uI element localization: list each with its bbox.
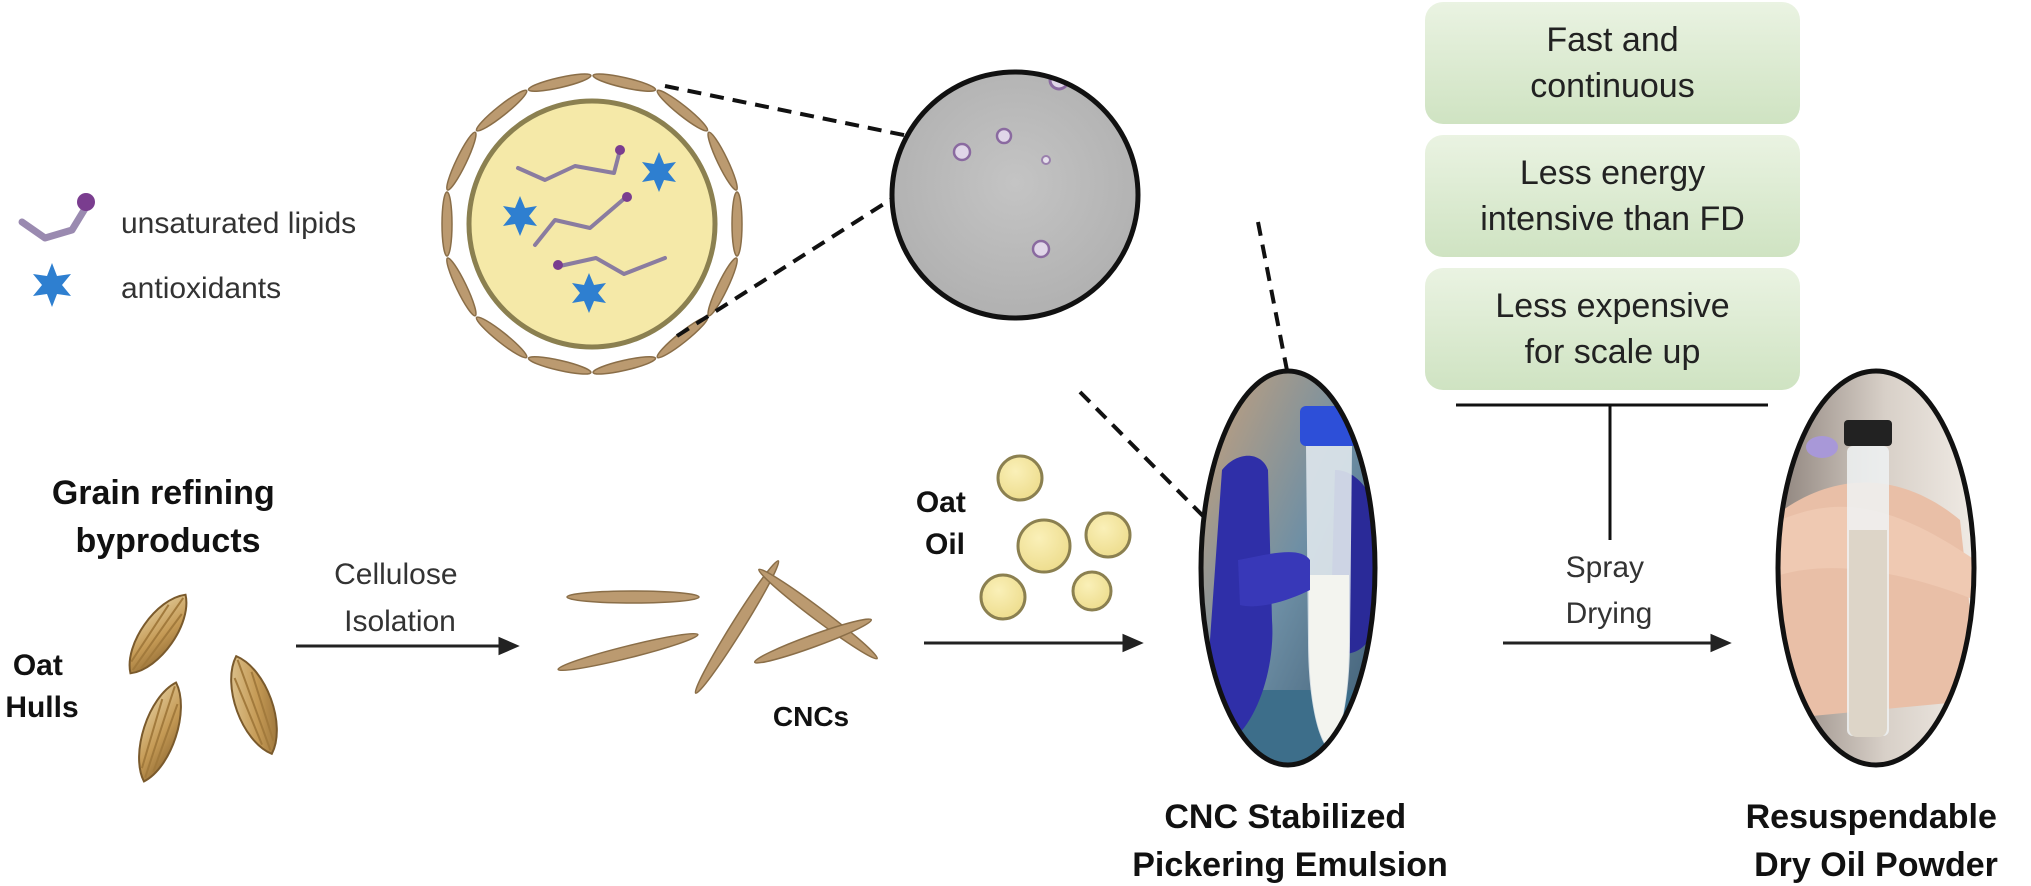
vial-cap: [1844, 420, 1892, 446]
cnc-rod: [566, 590, 700, 604]
cnc-shell-rod: [475, 89, 528, 132]
cnc-rod: [694, 560, 780, 694]
oil-drop: [1084, 511, 1132, 559]
legend-label-lipids: unsaturated lipids: [121, 207, 356, 240]
lipid-chain-3: [558, 256, 667, 276]
micrograph-view: [889, 69, 1141, 321]
painted-nail: [1806, 436, 1838, 458]
oat-oil-droplets: [979, 454, 1132, 621]
emulsion-tube-photo: [1198, 368, 1378, 768]
lipid-head-2: [622, 192, 632, 202]
cnc-shell-rod: [707, 257, 738, 317]
powder-label: Resuspendable Dry Oil Powder: [1746, 798, 2007, 884]
cnc-rod: [758, 568, 878, 660]
cnc-shell-rod: [656, 89, 709, 132]
oil-drop: [1016, 518, 1072, 574]
cnc-shell-rod: [592, 356, 657, 375]
star-icon: [642, 152, 676, 192]
dry-powder: [1849, 530, 1887, 737]
lipid-chain-2: [533, 196, 627, 247]
cnc-shell-rod: [527, 356, 592, 375]
oat-oil-label: Oat Oil: [916, 486, 974, 561]
source-title-line-2: byproducts: [75, 522, 260, 560]
powder-vial-photo: [1775, 368, 1977, 768]
oil-drop: [996, 454, 1044, 502]
source-title-line-1: Grain refining: [52, 474, 275, 512]
emulsion-label: CNC Stabilized Pickering Emulsion: [1132, 798, 1448, 884]
lipid-head-3: [553, 260, 563, 270]
lipid-chain-icon: [18, 193, 95, 242]
lipid-heads: [553, 145, 632, 270]
cnc-shell: [441, 73, 743, 375]
oil-drop: [1071, 570, 1113, 612]
cnc-shell-rod: [707, 131, 738, 191]
oat-hulls-label: Oat Hulls: [5, 649, 78, 724]
cnc-shell-rod: [731, 191, 743, 257]
oat-hull-2: [138, 681, 182, 783]
source-title: Grain refining byproducts: [52, 474, 284, 560]
cellulose-isolation-label: Cellulose Isolation: [334, 558, 466, 638]
cnc-rod: [557, 632, 699, 672]
spray-drying-label: Spray Drying: [1566, 551, 1653, 630]
cnc-shell-rod: [441, 191, 453, 257]
oat-hull-3: [230, 654, 278, 756]
oil-droplet-diagram: [441, 73, 743, 375]
oat-oil-arrow: [924, 633, 1144, 653]
star-icon: [503, 196, 537, 236]
oat-hull-1: [128, 593, 188, 675]
star-icon: [572, 273, 606, 313]
spray-drying-arrow: [1503, 633, 1732, 653]
star-icon: [33, 263, 71, 307]
benefits-connector: [1456, 403, 1768, 540]
cnc-rods: [557, 560, 878, 694]
cellulose-isolation-arrow: [296, 636, 520, 656]
cnc-shell-rod: [527, 73, 592, 92]
lipid-chain-1: [516, 148, 622, 182]
cnc-shell-rod: [475, 316, 528, 359]
legend: [18, 193, 95, 307]
cnc-shell-rod: [446, 131, 477, 191]
cncs-label: CNCs: [773, 701, 849, 732]
cnc-shell-rod: [592, 73, 657, 92]
oat-hulls-image: [128, 593, 278, 783]
cnc-shell-rod: [446, 257, 477, 317]
antioxidant-stars: [503, 152, 676, 313]
cnc-rod: [753, 618, 873, 664]
lipid-head-1: [615, 145, 625, 155]
oil-drop: [979, 573, 1027, 621]
legend-label-antioxidants: antioxidants: [121, 272, 281, 305]
lipid-chains: [516, 148, 667, 276]
